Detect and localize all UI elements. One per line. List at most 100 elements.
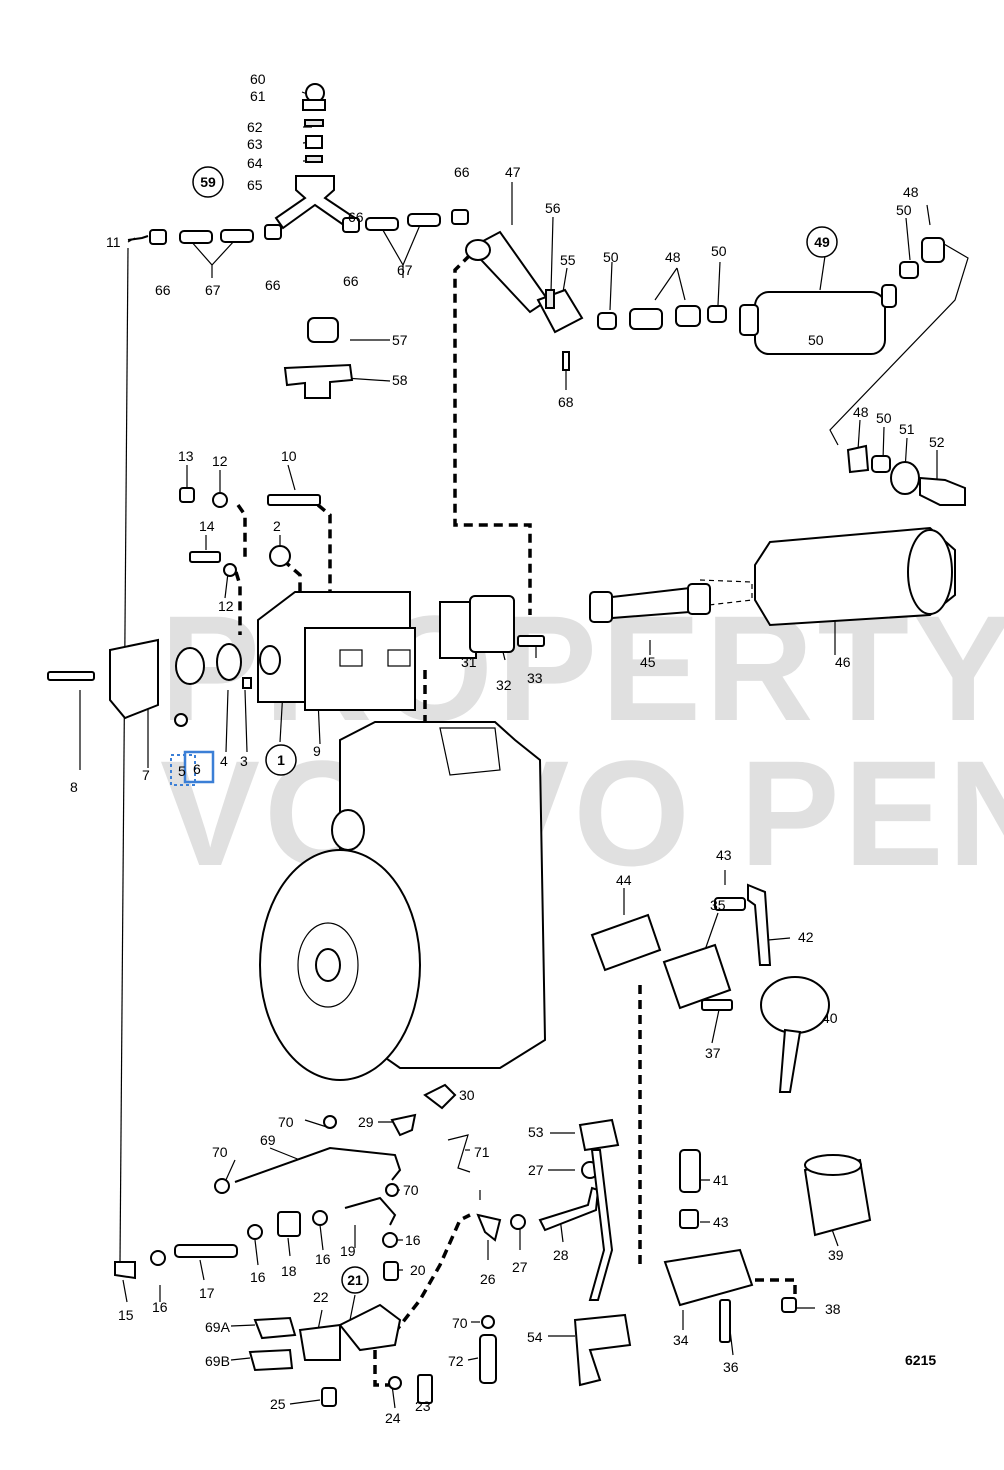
part-label: 16 bbox=[405, 1232, 421, 1248]
hose-48-c bbox=[921, 237, 945, 263]
part-label: 18 bbox=[281, 1263, 297, 1279]
circle-21 bbox=[341, 1266, 369, 1294]
part-label: 24 bbox=[385, 1410, 401, 1426]
hose-48-b bbox=[675, 305, 701, 327]
part-label: 44 bbox=[616, 872, 632, 888]
cover-35 bbox=[662, 943, 732, 1010]
part-label: 11 bbox=[106, 234, 121, 250]
part-label: 43 bbox=[716, 847, 732, 863]
part-label: 8 bbox=[70, 779, 78, 795]
nipple-43-bottom bbox=[679, 1209, 699, 1229]
part-label: 45 bbox=[640, 654, 656, 670]
hose-48-d bbox=[846, 444, 870, 474]
exhaust-upper bbox=[465, 230, 969, 506]
part-label: 54 bbox=[527, 1329, 543, 1345]
engine-block bbox=[259, 721, 547, 1081]
stud-14 bbox=[189, 551, 221, 563]
part-label: 40 bbox=[822, 1010, 838, 1026]
part-label: 37 bbox=[705, 1045, 721, 1061]
elbow-30 bbox=[423, 1083, 457, 1110]
circled-label-59: 59 bbox=[200, 174, 216, 190]
engine-port-face bbox=[439, 727, 501, 776]
part-label: 70 bbox=[403, 1182, 419, 1198]
washer-24 bbox=[388, 1376, 402, 1390]
o-ring-5 bbox=[174, 713, 188, 727]
gasket-22 bbox=[298, 1323, 341, 1361]
gasket-56 bbox=[545, 289, 555, 309]
clamp-16-a bbox=[150, 1250, 166, 1266]
fuel-hose-42 bbox=[747, 883, 772, 966]
filter-39-top bbox=[804, 1154, 862, 1176]
hose-67-c bbox=[365, 217, 399, 231]
bolt-8 bbox=[47, 671, 95, 681]
part-number-labels: 60 61 62 63 64 65 66 47 48 50 11 56 55 5… bbox=[70, 71, 945, 1426]
bolt-36 bbox=[719, 1299, 731, 1343]
pin-3 bbox=[242, 677, 252, 689]
hose-28 bbox=[538, 1186, 600, 1232]
gasket-44 bbox=[590, 913, 662, 972]
washer-62 bbox=[304, 119, 324, 127]
part-label: 19 bbox=[340, 1243, 356, 1259]
circle-49 bbox=[806, 226, 838, 258]
hose-67-b bbox=[220, 229, 254, 243]
part-label: 39 bbox=[828, 1247, 844, 1263]
part-label: 50 bbox=[603, 249, 619, 265]
part-label: 70 bbox=[278, 1114, 294, 1130]
clamp-50-d bbox=[871, 455, 891, 473]
circle-1 bbox=[265, 744, 297, 776]
clamp-50-c bbox=[899, 261, 919, 279]
part-label: 25 bbox=[270, 1396, 286, 1412]
part-label: 66 bbox=[348, 209, 364, 225]
pipe-end bbox=[465, 239, 491, 261]
vent-line-assembly bbox=[119, 83, 469, 1263]
nipple-43-top bbox=[714, 897, 746, 911]
part-label: 36 bbox=[723, 1359, 739, 1375]
circle-59 bbox=[192, 166, 224, 198]
part-label: 20 bbox=[410, 1262, 426, 1278]
bolt-33 bbox=[517, 635, 545, 647]
part-label: 51 bbox=[899, 421, 915, 437]
part-label: 50 bbox=[711, 243, 727, 259]
part-label: 66 bbox=[265, 277, 281, 293]
silencer-outlet bbox=[881, 284, 897, 308]
part-label: 23 bbox=[415, 1398, 431, 1414]
part-label: 16 bbox=[315, 1251, 331, 1267]
manifold-port bbox=[259, 645, 281, 675]
y-connector-65 bbox=[274, 175, 357, 230]
part-label: 12 bbox=[218, 598, 234, 614]
washer-64 bbox=[305, 155, 323, 163]
hose-19 bbox=[344, 1196, 397, 1226]
part-label: 42 bbox=[798, 929, 814, 945]
bracket-69A bbox=[253, 1316, 297, 1340]
bolt-10 bbox=[267, 494, 321, 506]
nipple-72 bbox=[479, 1334, 497, 1384]
leader-lines bbox=[79, 91, 938, 1409]
elbow-29 bbox=[390, 1113, 417, 1137]
pump-lever bbox=[778, 1028, 802, 1093]
clamp-27-a bbox=[510, 1214, 526, 1230]
circled-label-21: 21 bbox=[347, 1272, 363, 1288]
part-label: 34 bbox=[673, 1332, 689, 1348]
part-label: 41 bbox=[713, 1172, 729, 1188]
hose-end-45 bbox=[687, 583, 711, 615]
part-label: 15 bbox=[118, 1307, 134, 1323]
flywheel-hub bbox=[297, 922, 359, 1008]
thermostat-housing-7 bbox=[109, 638, 159, 720]
highlight-dotted-box bbox=[170, 754, 196, 786]
part-label: 58 bbox=[392, 372, 408, 388]
part-label: 72 bbox=[448, 1353, 464, 1369]
washer-70-d bbox=[481, 1315, 495, 1329]
part-label: 5 bbox=[178, 763, 186, 779]
screw-68 bbox=[562, 351, 570, 371]
nut-66-right bbox=[451, 209, 469, 225]
part-label: 56 bbox=[545, 200, 561, 216]
part-label: 43 bbox=[713, 1214, 729, 1230]
vent-pipe-vertical bbox=[119, 247, 129, 1263]
hose-17 bbox=[174, 1244, 238, 1258]
part-label: 47 bbox=[505, 164, 521, 180]
part-label: 48 bbox=[853, 404, 869, 420]
nut-61 bbox=[302, 99, 326, 111]
tee-18 bbox=[277, 1211, 301, 1237]
t-piece-group bbox=[283, 317, 354, 399]
part-label: 50 bbox=[896, 202, 912, 218]
